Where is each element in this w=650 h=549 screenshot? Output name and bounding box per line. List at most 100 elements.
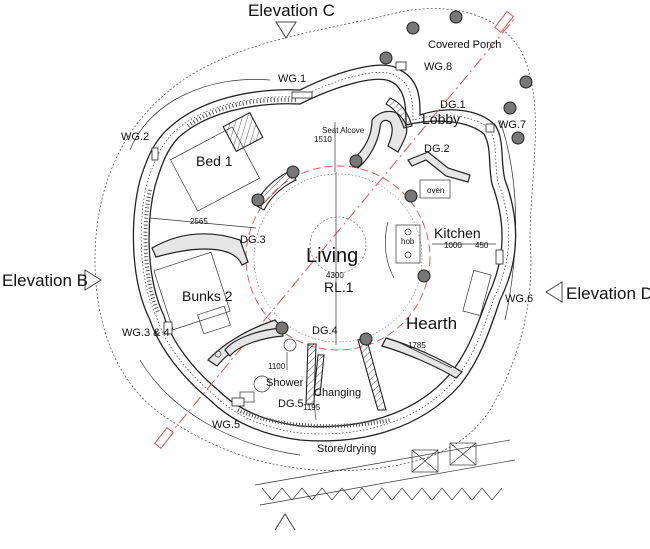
elevation-b-label: Elevation B — [2, 271, 88, 290]
elevation-d-marker — [545, 281, 563, 303]
dim-1785: 1785 — [408, 341, 426, 350]
store-drying-shelf — [237, 408, 391, 429]
bed1-living-wall — [254, 169, 297, 211]
dim-line-1195 — [313, 403, 317, 421]
room-hearth: Hearth — [406, 314, 457, 333]
oven-unit — [419, 179, 451, 199]
label-dg1: DG.1 — [440, 99, 466, 111]
structure-post — [417, 269, 431, 283]
structure-post — [404, 189, 418, 203]
dim-1195: 1195 — [303, 403, 321, 412]
bench-box-1-cross — [411, 449, 439, 473]
dim-line-1785 — [397, 341, 453, 369]
bench-box-2-cross — [449, 442, 477, 466]
label-hob: hob — [401, 237, 415, 246]
bunk-bed — [153, 251, 231, 331]
changing-fixture — [214, 350, 222, 358]
room-living: Living — [306, 245, 358, 267]
living-rooflight — [309, 216, 367, 274]
dim-1510: 1510 — [314, 135, 332, 144]
hearth-wall — [357, 336, 387, 411]
bed1-bed — [170, 126, 260, 212]
structure-post — [349, 154, 363, 168]
window-wg1 — [291, 91, 313, 99]
window-wg6 — [495, 249, 504, 265]
room-changing: Changing — [314, 387, 361, 399]
dim-2565: 2565 — [190, 217, 208, 226]
site-boundary — [94, 8, 536, 472]
porch-post — [406, 21, 420, 35]
porch-post — [511, 131, 525, 145]
elevation-c-label: Elevation C — [248, 1, 335, 20]
bench-box-1 — [411, 449, 439, 473]
label-dg3: DG.3 — [240, 234, 266, 246]
label-oven: oven — [427, 186, 444, 195]
dim-450: 450 — [475, 241, 489, 250]
room-level: RL.1 — [324, 279, 354, 295]
label-wg8: WG.8 — [424, 61, 452, 73]
hob-ring — [404, 251, 412, 259]
living-inner-circle — [253, 173, 423, 343]
outer-wall-inner — [148, 78, 503, 428]
window-wg2 — [151, 147, 159, 161]
label-wg5: WG.5 — [212, 419, 240, 431]
elevation-b-marker — [84, 269, 102, 291]
kitchen-cupboard — [462, 269, 492, 317]
label-dg2: DG.2 — [424, 143, 450, 155]
retaining-wall-edge — [254, 439, 516, 506]
section-line — [164, 17, 516, 441]
kitchen-bench — [384, 221, 395, 279]
retaining-wall — [261, 487, 503, 501]
room-kitchen: Kitchen — [434, 225, 481, 241]
hob-ring — [404, 228, 412, 236]
window-wg8 — [395, 61, 407, 71]
label-wg6: WG.6 — [505, 293, 533, 305]
dim-1000: 1000 — [444, 241, 462, 250]
hob-unit — [395, 224, 421, 264]
basin — [283, 338, 297, 352]
window-wg5 — [231, 397, 245, 407]
structure-post — [359, 332, 373, 346]
label-wg34: WG.3 & 4 — [122, 327, 170, 339]
north-wall-ticks — [186, 97, 297, 128]
room-bed1: Bed 1 — [196, 153, 233, 169]
section-marker-top — [493, 10, 515, 34]
room-covered-porch: Covered Porch — [428, 39, 501, 51]
lobby-wall-hatch — [385, 97, 413, 129]
window-wg34 — [163, 321, 173, 335]
structure-post — [251, 193, 265, 207]
porch-post — [449, 10, 463, 24]
shower-drain — [253, 375, 271, 393]
room-seat-alcove: Seat Alcove — [322, 126, 365, 135]
bath-fitting — [239, 391, 255, 403]
dim-line-2565 — [149, 217, 257, 229]
bed1-pillow — [222, 111, 264, 153]
porch-post — [519, 75, 533, 89]
label-dg5: DG.5 — [278, 398, 304, 410]
structure-post — [275, 321, 289, 335]
room-shower: Shower — [266, 377, 304, 389]
seat-alcove-wall — [351, 110, 408, 169]
outer-terrain-line — [129, 79, 517, 456]
room-lobby: Lobby — [422, 111, 460, 127]
label-wg2: WG.2 — [121, 131, 149, 143]
kitchen-wall — [407, 151, 471, 183]
changing-bench — [313, 354, 325, 396]
room-store-drying: Store/drying — [317, 443, 376, 455]
bed1-bunks-wall — [151, 233, 249, 266]
dim-1100: 1100 — [268, 362, 286, 371]
room-bunks2: Bunks 2 — [182, 288, 233, 304]
porch-post — [503, 101, 517, 115]
elevation-d-label: Elevation D — [566, 284, 650, 303]
elevation-a-marker — [274, 513, 296, 531]
label-wg1: WG.1 — [278, 73, 306, 85]
section-marker-bottom — [153, 426, 175, 450]
label-wg7: WG.7 — [498, 119, 526, 131]
bench-box-2 — [449, 442, 477, 466]
dim-4300: 4300 — [326, 271, 344, 280]
hearth-wall-2 — [381, 337, 463, 379]
bunk-shelf — [197, 305, 231, 335]
window-wg7 — [485, 123, 495, 133]
outer-wall-insulation — [140, 72, 510, 435]
